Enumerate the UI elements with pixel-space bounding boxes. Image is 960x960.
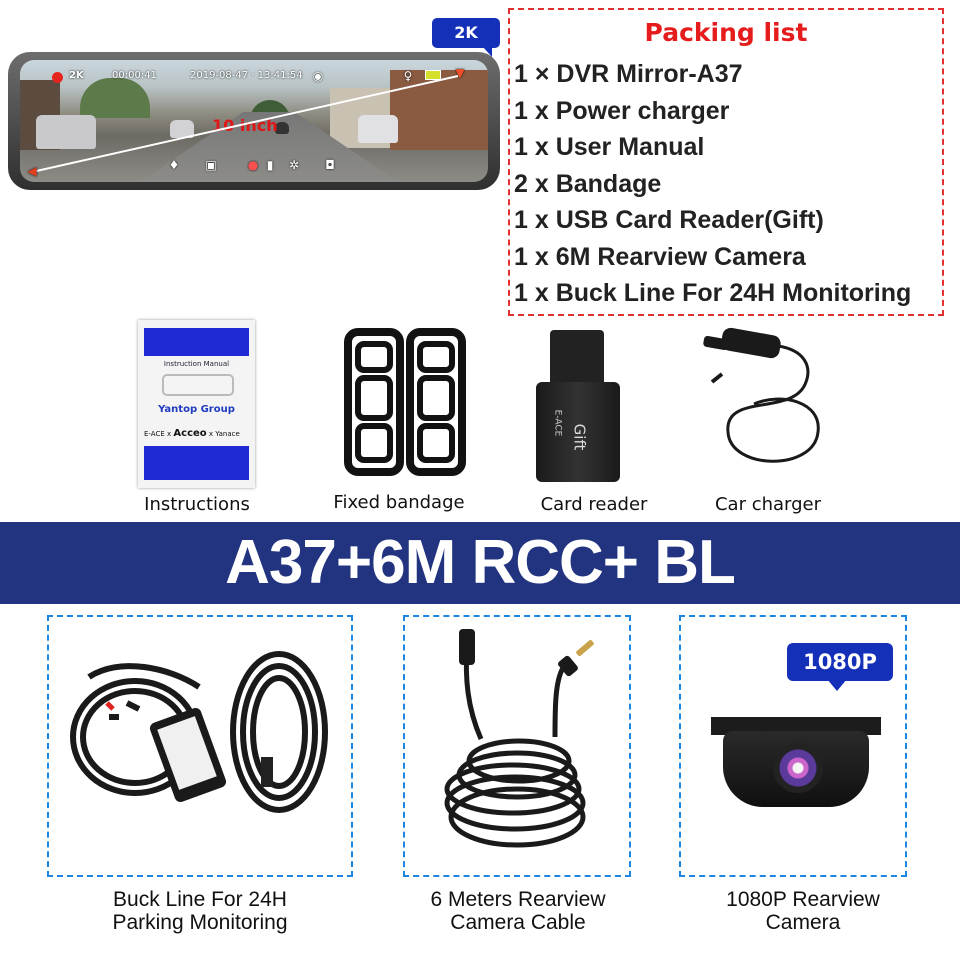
record-dot-icon bbox=[52, 72, 63, 83]
battery-icon bbox=[425, 70, 441, 80]
list-item: 1 x Buck Line For 24H Monitoring bbox=[514, 279, 912, 307]
list-item: 1 × DVR Mirror-A37 bbox=[514, 60, 743, 88]
mic-icon: ♀ bbox=[403, 69, 413, 83]
camera-label: 1080P Rearview Camera bbox=[726, 888, 880, 934]
rec-time: 00:00:41 bbox=[112, 70, 157, 81]
back-arrow-icon[interactable]: ◀ bbox=[27, 164, 37, 178]
record-icon[interactable]: ● bbox=[247, 158, 259, 172]
list-item: 1 x 6M Rearview Camera bbox=[514, 242, 806, 271]
bandage-label: Fixed bandage bbox=[333, 492, 465, 513]
buck-line-label: Buck Line For 24H Parking Monitoring bbox=[112, 888, 288, 934]
camera-cable-image bbox=[444, 629, 594, 848]
mirror-screen: 2K 00:00:41 2019-08-47 · 13:41:54 ◉ ♀ ▼ … bbox=[20, 60, 488, 182]
bandage-image bbox=[344, 328, 466, 476]
diagonal-measure bbox=[31, 75, 459, 173]
manual-brands: E-ACE x Acceo x Yanace bbox=[144, 428, 240, 439]
list-item: 1 x USB Card Reader(Gift) bbox=[514, 206, 824, 234]
car-charger-image bbox=[703, 327, 820, 463]
instruction-manual: Instruction Manual Yantop Group E-ACE x … bbox=[138, 320, 255, 488]
dvr-mirror: 2K 00:00:41 2019-08-47 · 13:41:54 ◉ ♀ ▼ … bbox=[8, 52, 500, 190]
rec-resolution: 2K bbox=[69, 70, 84, 81]
instructions-label: Instructions bbox=[144, 494, 250, 515]
card-reader-print: Gift bbox=[570, 423, 589, 451]
mic-icon[interactable]: ♦ bbox=[168, 158, 180, 172]
cable-label: 6 Meters Rearview Camera Cable bbox=[430, 888, 606, 934]
packing-list-box: Packing list 1 × DVR Mirror-A37 1 x Powe… bbox=[508, 8, 944, 316]
buck-line-card bbox=[47, 615, 353, 877]
gear-icon[interactable]: ✲ bbox=[288, 158, 300, 172]
video-icon[interactable]: ▮ bbox=[266, 158, 274, 172]
resolution-badge: 2K bbox=[432, 18, 500, 57]
camera-icon[interactable]: ▣ bbox=[205, 158, 217, 172]
camera-image bbox=[711, 717, 881, 809]
lock-icon[interactable]: ◘ bbox=[325, 158, 335, 172]
card-reader-image: E-ACE Gift bbox=[536, 330, 620, 482]
down-arrow-icon: ▼ bbox=[455, 66, 465, 80]
wifi-icon: ◉ bbox=[312, 69, 324, 83]
list-item: 2 x Bandage bbox=[514, 169, 662, 198]
bundle-banner: A37+6M RCC+ BL bbox=[0, 522, 960, 604]
manual-heading: Instruction Manual bbox=[163, 360, 230, 368]
list-item: 1 x Power charger bbox=[514, 96, 730, 125]
buck-line-image bbox=[70, 651, 328, 813]
packing-items: 1 × DVR Mirror-A37 1 x Power charger 1 x… bbox=[514, 56, 911, 312]
packing-title: Packing list bbox=[644, 18, 808, 47]
car-charger-label: Car charger bbox=[714, 494, 822, 515]
datetime: 2019-08-47 · 13:41:54 bbox=[190, 70, 303, 81]
manual-company: Yantop Group bbox=[158, 404, 235, 415]
card-reader-brand: E-ACE bbox=[552, 409, 563, 437]
card-reader-label: Card reader bbox=[540, 494, 648, 515]
bundle-title: A37+6M RCC+ BL bbox=[225, 528, 736, 597]
camera-resolution-badge: 1080P bbox=[787, 643, 893, 691]
cable-card bbox=[403, 615, 631, 877]
list-item: 1 x User Manual bbox=[514, 133, 705, 161]
